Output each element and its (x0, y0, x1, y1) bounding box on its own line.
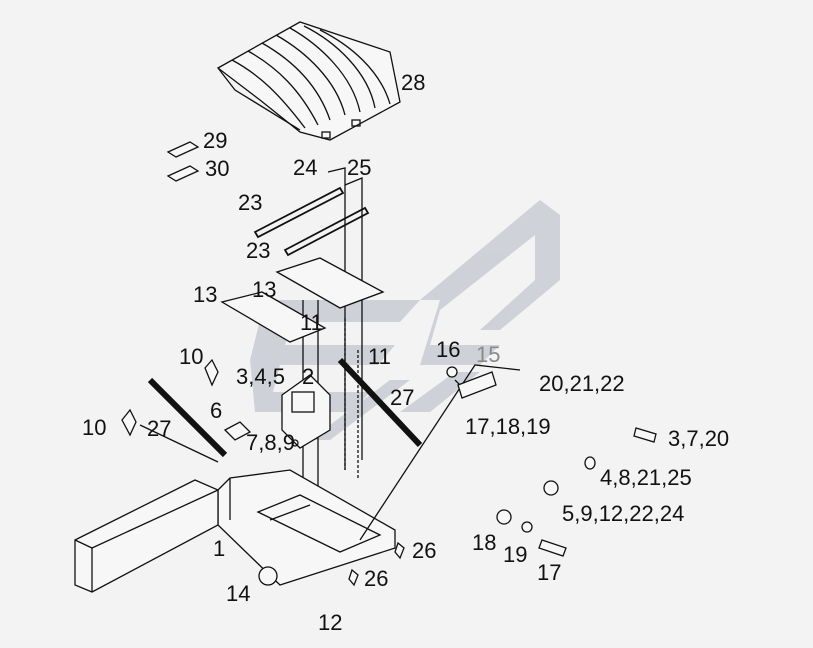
callout-26-lower: 26 (364, 566, 388, 591)
callout-10-upper: 10 (179, 344, 203, 369)
mounting-beam (74, 479, 219, 593)
callout-5-9-12-22-24: 5,9,12,22,24 (562, 501, 684, 526)
callout-13-left: 13 (193, 282, 217, 307)
callout-28: 28 (401, 70, 425, 95)
part-15-16-bracket (446, 366, 497, 399)
callout-labels: 28 29 30 24 25 23 23 13 13 11 11 10 10 3… (82, 70, 729, 635)
callout-3-7-20: 3,7,20 (668, 426, 729, 451)
watermark-logo (250, 200, 560, 440)
part-23-rails (253, 186, 370, 257)
callout-1: 1 (213, 536, 225, 561)
callout-29: 29 (203, 128, 227, 153)
part-11-rods (344, 318, 359, 480)
callout-3-4-5: 3,4,5 (236, 364, 285, 389)
callout-2: 2 (302, 364, 314, 389)
callout-27-right: 27 (390, 385, 414, 410)
callout-11-lower: 11 (368, 344, 391, 369)
part-6-hinge (223, 421, 252, 441)
callout-23-upper: 23 (238, 190, 262, 215)
callout-13-right: 13 (252, 277, 276, 302)
callout-19: 19 (503, 542, 527, 567)
callout-23-lower: 23 (246, 238, 270, 263)
hardware-bolts (258, 427, 657, 587)
part-28-cushion (216, 21, 401, 141)
callout-6: 6 (210, 398, 222, 423)
callout-26-right: 26 (412, 538, 436, 563)
callout-17-18-19: 17,18,19 (465, 414, 551, 439)
callout-27-left: 27 (147, 416, 171, 441)
callout-12: 12 (318, 610, 342, 635)
part-1-base (217, 469, 396, 586)
callout-18: 18 (472, 530, 496, 555)
callout-11-upper: 11 (300, 310, 323, 335)
callout-15: 15 (476, 342, 500, 367)
callout-17: 17 (537, 560, 561, 585)
callout-10-lower: 10 (82, 415, 106, 440)
callout-7-8-9: 7,8,9 (246, 430, 295, 455)
part-13-plates (220, 257, 385, 343)
callout-30: 30 (205, 156, 229, 181)
callout-25: 25 (347, 155, 371, 180)
callout-14: 14 (226, 581, 250, 606)
part-10-clips (121, 358, 219, 437)
part-29-30-plates (166, 141, 200, 182)
callout-4-8-21-25: 4,8,21,25 (600, 465, 692, 490)
callout-24: 24 (293, 155, 317, 180)
callout-16: 16 (436, 337, 460, 362)
callout-20-21-22: 20,21,22 (539, 371, 625, 396)
part-2-bracket (281, 374, 331, 449)
part-27-straps (147, 357, 423, 458)
